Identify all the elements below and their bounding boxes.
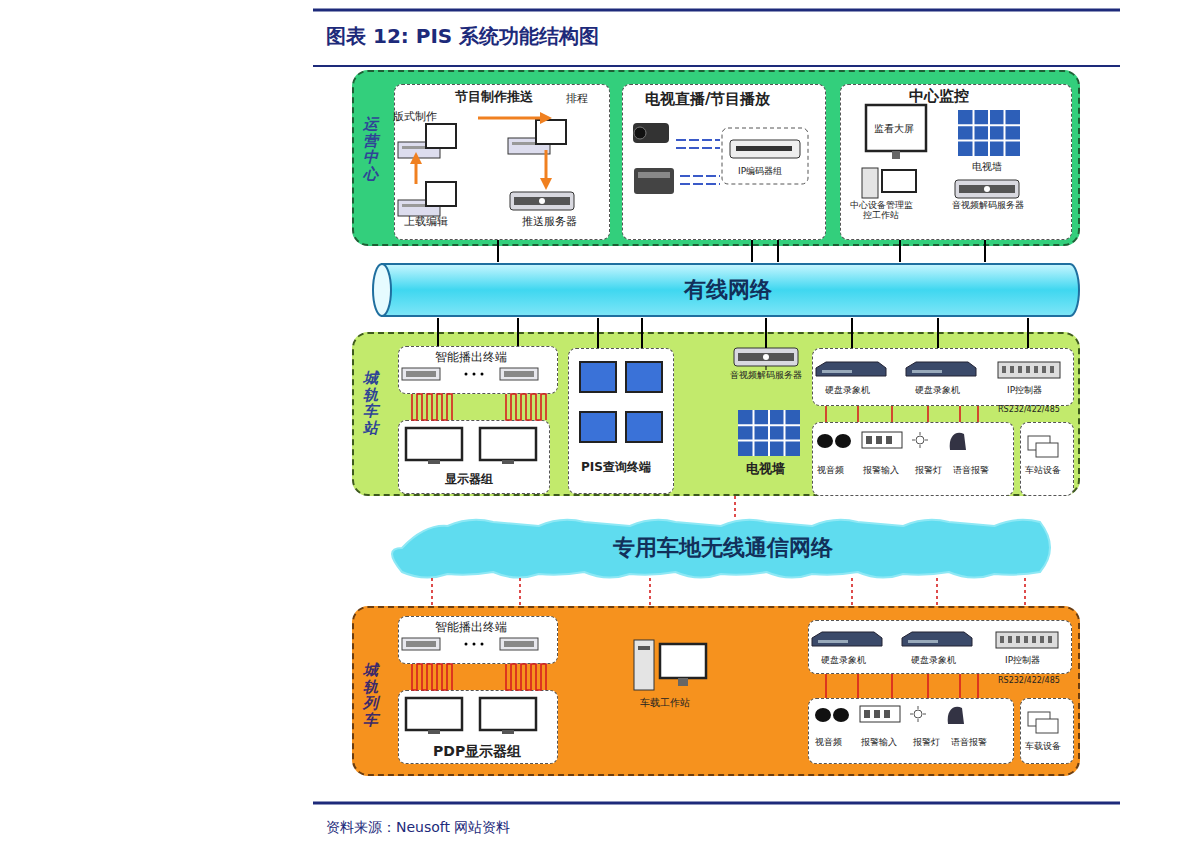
node-text: 电视直播/节目播放 — [645, 91, 770, 108]
icon-label: 电视墙 — [746, 462, 785, 477]
dashed-box: 视音频 报警输入 报警灯 语音报警 — [812, 422, 1014, 496]
icon-label: IP编码器组 — [738, 166, 782, 176]
node-text: IP控制器 — [1005, 655, 1040, 665]
node-text: 显示器组 — [445, 473, 493, 487]
dashed-box: 车站设备 — [1020, 422, 1074, 496]
node-text: 中心监控 — [909, 88, 969, 105]
figure-caption: 资料来源：Neusoft 网站资料 — [326, 819, 510, 835]
node-text: 有线网络 — [372, 277, 1083, 302]
node-text: 语音报警 — [951, 737, 987, 747]
node-text: 报警输入 — [861, 737, 897, 747]
node-text: 硬盘录象机 — [911, 655, 956, 665]
region-title: 运营中心 — [363, 116, 378, 182]
region-band: 运营中心 节目制作推送 电视直播/节目播放 中心监控 — [352, 70, 1080, 246]
icon-label: 排程 — [566, 93, 588, 106]
node-text: 智能播出终端 — [435, 621, 507, 635]
node-text: 报警灯 — [915, 465, 942, 475]
icon-label: 版式制作 — [393, 111, 437, 124]
icon-label: 推送服务器 — [522, 216, 577, 229]
icon-label: RS232/422/485 — [998, 676, 1060, 685]
node-text: 语音报警 — [953, 465, 989, 475]
icon-label: 电视墙 — [972, 161, 1002, 173]
wireless-link — [432, 578, 1025, 606]
node-text: 硬盘录象机 — [915, 385, 960, 395]
network-cloud: 专用车地无线通信网络 — [382, 514, 1063, 582]
dashed-box: 电视直播/节目播放 — [622, 84, 826, 240]
node-text: 智能播出终端 — [435, 351, 507, 365]
icon-label: 监看大屏 — [874, 123, 914, 135]
region-band: 城轨车站 智能播出终端显示器组 PIS查询终端 硬盘录象机 硬盘录象机 IP控制器视音频 报… — [352, 332, 1080, 496]
icon-label: 中心设备管理监控工作站 — [846, 200, 916, 221]
node-text: 视音频 — [817, 465, 844, 475]
dashed-box: 视音频 报警输入 报警灯 语音报警 — [808, 698, 1014, 764]
network-link — [497, 240, 499, 262]
node-text: 报警灯 — [913, 737, 940, 747]
node-text: 硬盘录象机 — [825, 385, 870, 395]
figure-title: 图表 12: PIS 系统功能结构图 — [326, 25, 599, 48]
node-text: 硬盘录象机 — [821, 655, 866, 665]
wireless-link — [734, 496, 736, 518]
icon-label: 上载编辑 — [404, 216, 448, 229]
node-text: 报警输入 — [863, 465, 899, 475]
region-title: 城轨列车 — [363, 662, 378, 728]
network-pipe: 有线网络 — [372, 262, 1083, 318]
region-title: 城轨车站 — [363, 370, 378, 436]
node-text: 节目制作推送 — [455, 90, 533, 105]
node-text: 车站设备 — [1025, 465, 1061, 475]
node-text: PIS查询终端 — [581, 461, 651, 475]
node-text: PDP显示器组 — [433, 743, 521, 759]
icon-label: 音视频解码服务器 — [952, 200, 1024, 210]
icon-label: 车载工作站 — [640, 697, 690, 709]
region-band: 城轨列车 智能播出终端 PDP显示器组 硬盘录象机 硬盘录象机 IP控制器视音频 报警输入 报… — [352, 606, 1080, 776]
icon-label: 音视频解码服务器 — [716, 370, 816, 380]
node-text: 专用车地无线通信网络 — [382, 535, 1063, 560]
icon-label: RS232/422/485 — [998, 405, 1060, 414]
node-text: 视音频 — [815, 737, 842, 747]
node-text: 车载设备 — [1025, 741, 1061, 751]
node-text: IP控制器 — [1007, 385, 1042, 395]
